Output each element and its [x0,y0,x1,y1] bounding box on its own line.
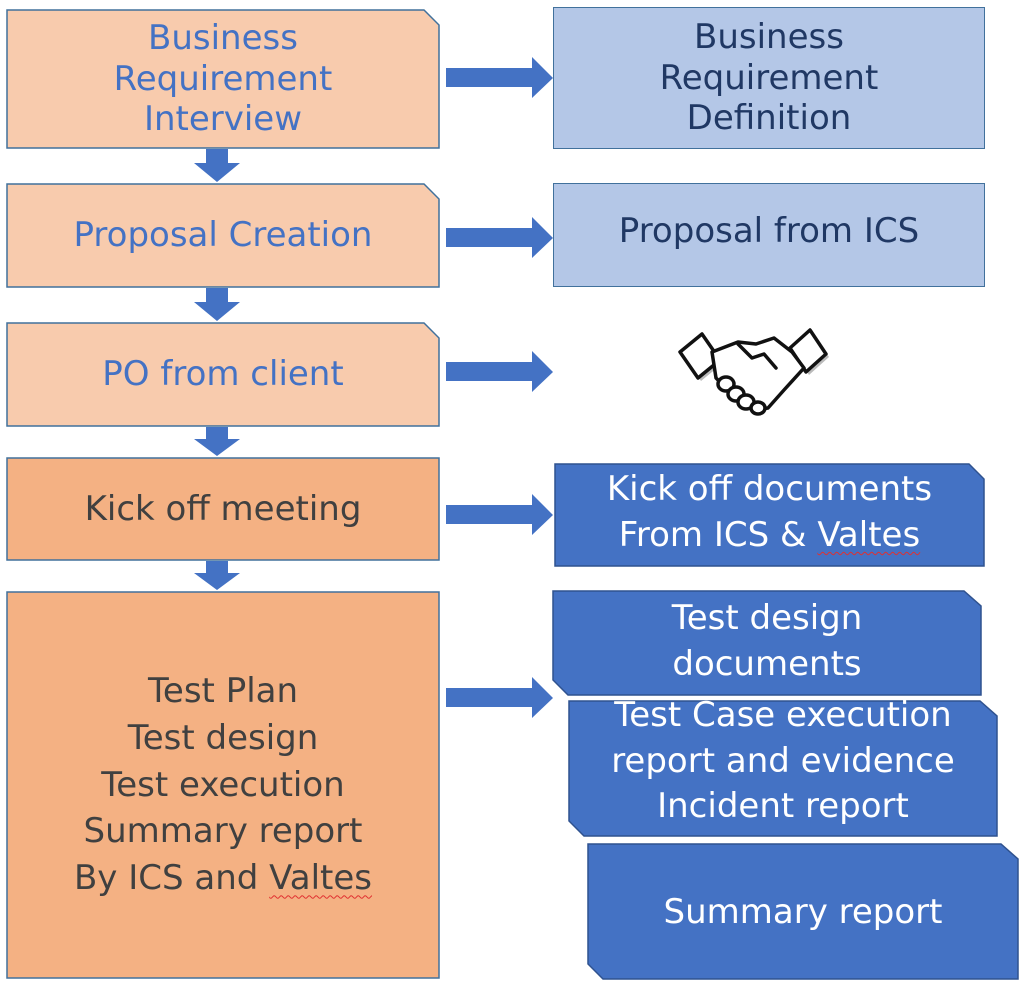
step-label-squiggle: Valtes [269,858,373,899]
output-label-line: From ICS & Valtes [607,513,932,559]
step-shape [6,591,440,979]
step-label-prefix: By ICS and [73,858,270,899]
output-label-line: Kick off documents [606,469,933,510]
output-shape [554,463,985,567]
step-shape [6,183,440,288]
step-label: Kick off meeting [84,488,362,529]
output-label: Business Requirement Definition [659,16,879,139]
step-label-line: Test execution [101,764,345,805]
output-shape [568,700,998,837]
step-shape [6,9,440,149]
output-shape [552,590,982,696]
step-po-from-client: PO from client [6,322,440,427]
step-label-block: Test Plan Test design Test execution Sum… [74,668,372,903]
output-label: Test Case execution report and evidence … [611,694,955,827]
step-label-line: Test Plan [147,670,299,711]
step-shape [6,322,440,427]
down-arrow [194,561,240,590]
output-label-prefix: From ICS & [618,515,818,555]
step-shape [6,457,440,561]
step-label-line: Test design [127,717,319,758]
output-shape [587,843,1019,980]
output-label-block: Kick off documents From ICS & Valtes [607,467,932,559]
output-kick-off-documents: Kick off documents From ICS & Valtes [554,463,985,567]
output-label: Summary report [663,892,943,933]
step-proposal-creation: Proposal Creation [6,183,440,288]
right-arrow [446,217,553,258]
step-label: Business Requirement Interview [113,17,333,140]
right-arrow [446,351,553,392]
right-arrow [446,677,553,718]
step-label-line: Summary report [83,811,363,852]
step-label-line: By ICS and Valtes [74,855,372,902]
output-summary-report: Summary report [587,843,1019,980]
output-proposal-from-ics: Proposal from ICS [553,183,985,287]
step-business-requirement-interview: Business Requirement Interview [6,9,440,149]
output-label: Proposal from ICS [618,210,920,251]
right-arrow [446,57,553,98]
output-label-squiggle: Valtes [817,515,921,555]
down-arrow [194,288,240,321]
step-label: PO from client [102,354,344,395]
down-arrow [194,427,240,456]
output-test-design-documents: Test design documents [552,590,982,696]
step-test-activities: Test Plan Test design Test execution Sum… [6,591,440,979]
step-kick-off-meeting: Kick off meeting [6,457,440,561]
step-label: Proposal Creation [73,215,373,256]
output-business-requirement-definition: Business Requirement Definition [553,7,985,149]
handshake-icon [678,328,829,416]
right-arrow [446,494,553,535]
output-test-case-execution-report: Test Case execution report and evidence … [568,695,998,837]
down-arrow [194,149,240,182]
output-label: Test design documents [671,598,863,684]
